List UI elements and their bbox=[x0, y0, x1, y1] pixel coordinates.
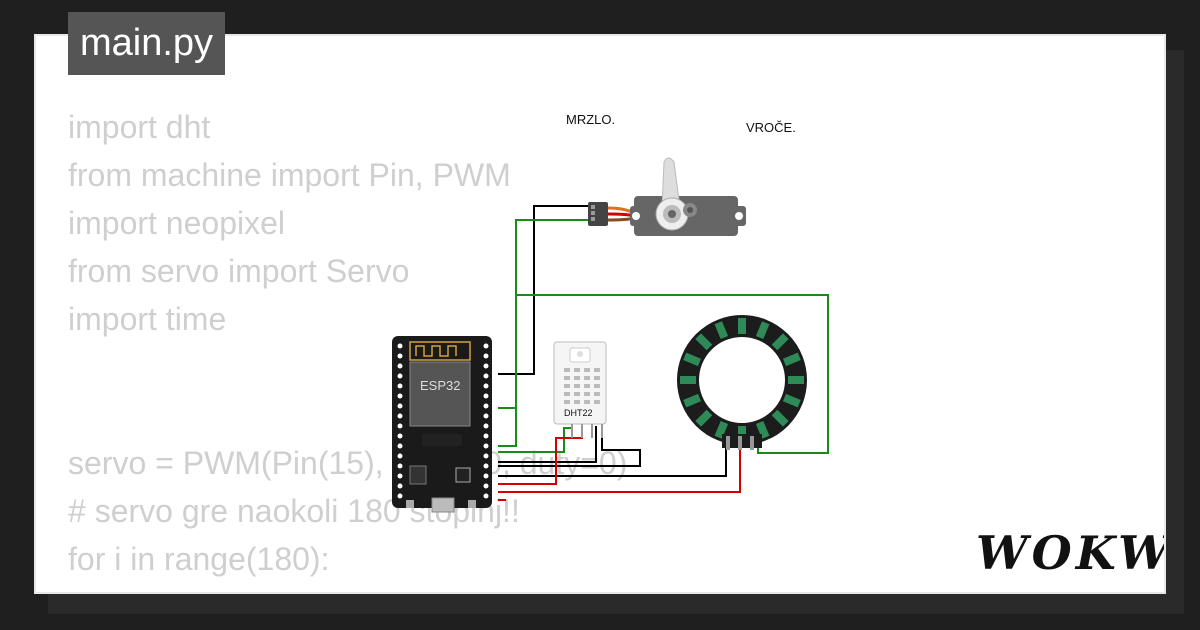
wire-gnd-1[interactable] bbox=[498, 426, 597, 463]
ring-led bbox=[714, 321, 729, 340]
code-line: # servo gre naokoli 180 stopinj!! bbox=[68, 493, 520, 529]
esp32-label: ESP32 bbox=[420, 378, 461, 393]
ring-led bbox=[755, 321, 770, 340]
ring-led bbox=[683, 393, 702, 408]
wire-vcc-ring[interactable] bbox=[498, 446, 741, 493]
project-card: import dht from machine import Pin, PWM im… bbox=[34, 34, 1166, 594]
filename-tab: main.py bbox=[68, 12, 226, 75]
ring-led bbox=[695, 333, 713, 351]
code-line: import neopixel bbox=[68, 205, 285, 241]
code-line: from servo import Servo bbox=[68, 253, 410, 289]
esp32-board[interactable] bbox=[392, 336, 492, 513]
wire-gnd-ring[interactable] bbox=[498, 446, 727, 477]
wire-gnd-2[interactable] bbox=[498, 426, 641, 467]
wire-dht-data[interactable] bbox=[498, 427, 572, 453]
code-line: import time bbox=[68, 301, 227, 337]
ring-led bbox=[695, 409, 713, 427]
circuit-diagram bbox=[392, 157, 829, 513]
ring-led bbox=[714, 420, 729, 439]
ring-led bbox=[782, 393, 801, 408]
code-line: Servo.write_angle(i) bbox=[68, 583, 627, 592]
code-line: for i in range(180): bbox=[68, 541, 330, 577]
ring-led bbox=[782, 352, 801, 367]
servo-motor[interactable] bbox=[588, 157, 746, 236]
ring-led bbox=[771, 409, 789, 427]
wokwi-logo: WOKWi bbox=[976, 526, 1164, 580]
neopixel-ring[interactable] bbox=[677, 315, 807, 450]
label-cold: MRZLO. bbox=[566, 112, 616, 127]
wire-ring-data[interactable] bbox=[498, 294, 829, 454]
ring-led bbox=[680, 376, 696, 384]
ring-led bbox=[771, 333, 789, 351]
ring-led bbox=[755, 420, 770, 439]
dht22-label: DHT22 bbox=[564, 408, 593, 418]
code-line: from machine import Pin, PWM bbox=[68, 157, 511, 193]
ring-led bbox=[738, 318, 746, 334]
ring-led bbox=[683, 352, 702, 367]
code-line: import dht bbox=[68, 109, 211, 145]
ring-led bbox=[788, 376, 804, 384]
dht22-sensor[interactable] bbox=[553, 341, 607, 438]
label-hot: VROČE. bbox=[746, 120, 796, 135]
